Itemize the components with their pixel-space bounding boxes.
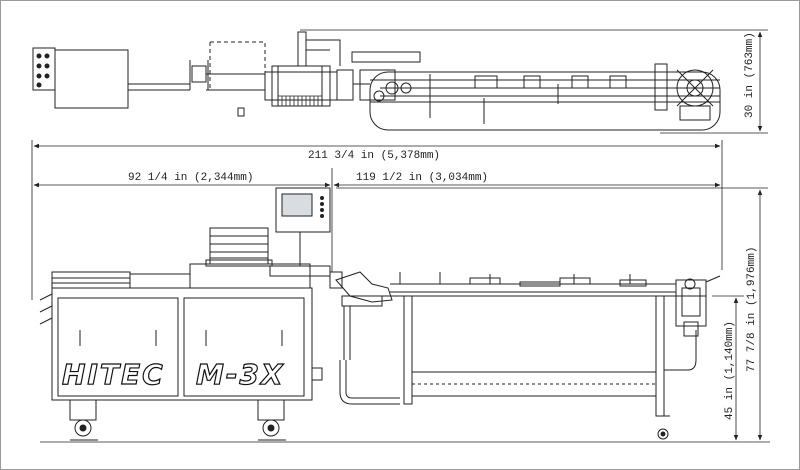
- dim-partial-lengths: [33, 168, 721, 272]
- dim-total-length-label: 211 3/4 in (5,378mm): [308, 150, 440, 162]
- brand-left: HITEC: [62, 358, 165, 391]
- brand-right: M-3X: [196, 358, 285, 391]
- dim-left-length-label: 92 1/4 in (2,344mm): [128, 172, 253, 184]
- film-stack: [209, 227, 269, 265]
- dim-table-height: [712, 295, 744, 441]
- dim-overall-height: [336, 187, 768, 441]
- dim-top-height: [300, 29, 768, 134]
- top-control-box: [32, 47, 56, 91]
- outfeed-unit: [675, 279, 707, 327]
- side-view: [39, 187, 721, 441]
- dim-top-height-label: 30 in (763mm): [744, 32, 756, 118]
- main-cabinet: [51, 287, 313, 401]
- dim-table-height-label: 45 in (1,140mm): [724, 321, 736, 420]
- dim-total-length: [31, 140, 723, 300]
- dim-overall-height-label: 77 7/8 in (1,976mm): [746, 247, 758, 372]
- top-view: [32, 31, 721, 131]
- top-film-unit: [54, 49, 129, 109]
- dim-right-length-label: 119 1/2 in (3,034mm): [356, 172, 488, 184]
